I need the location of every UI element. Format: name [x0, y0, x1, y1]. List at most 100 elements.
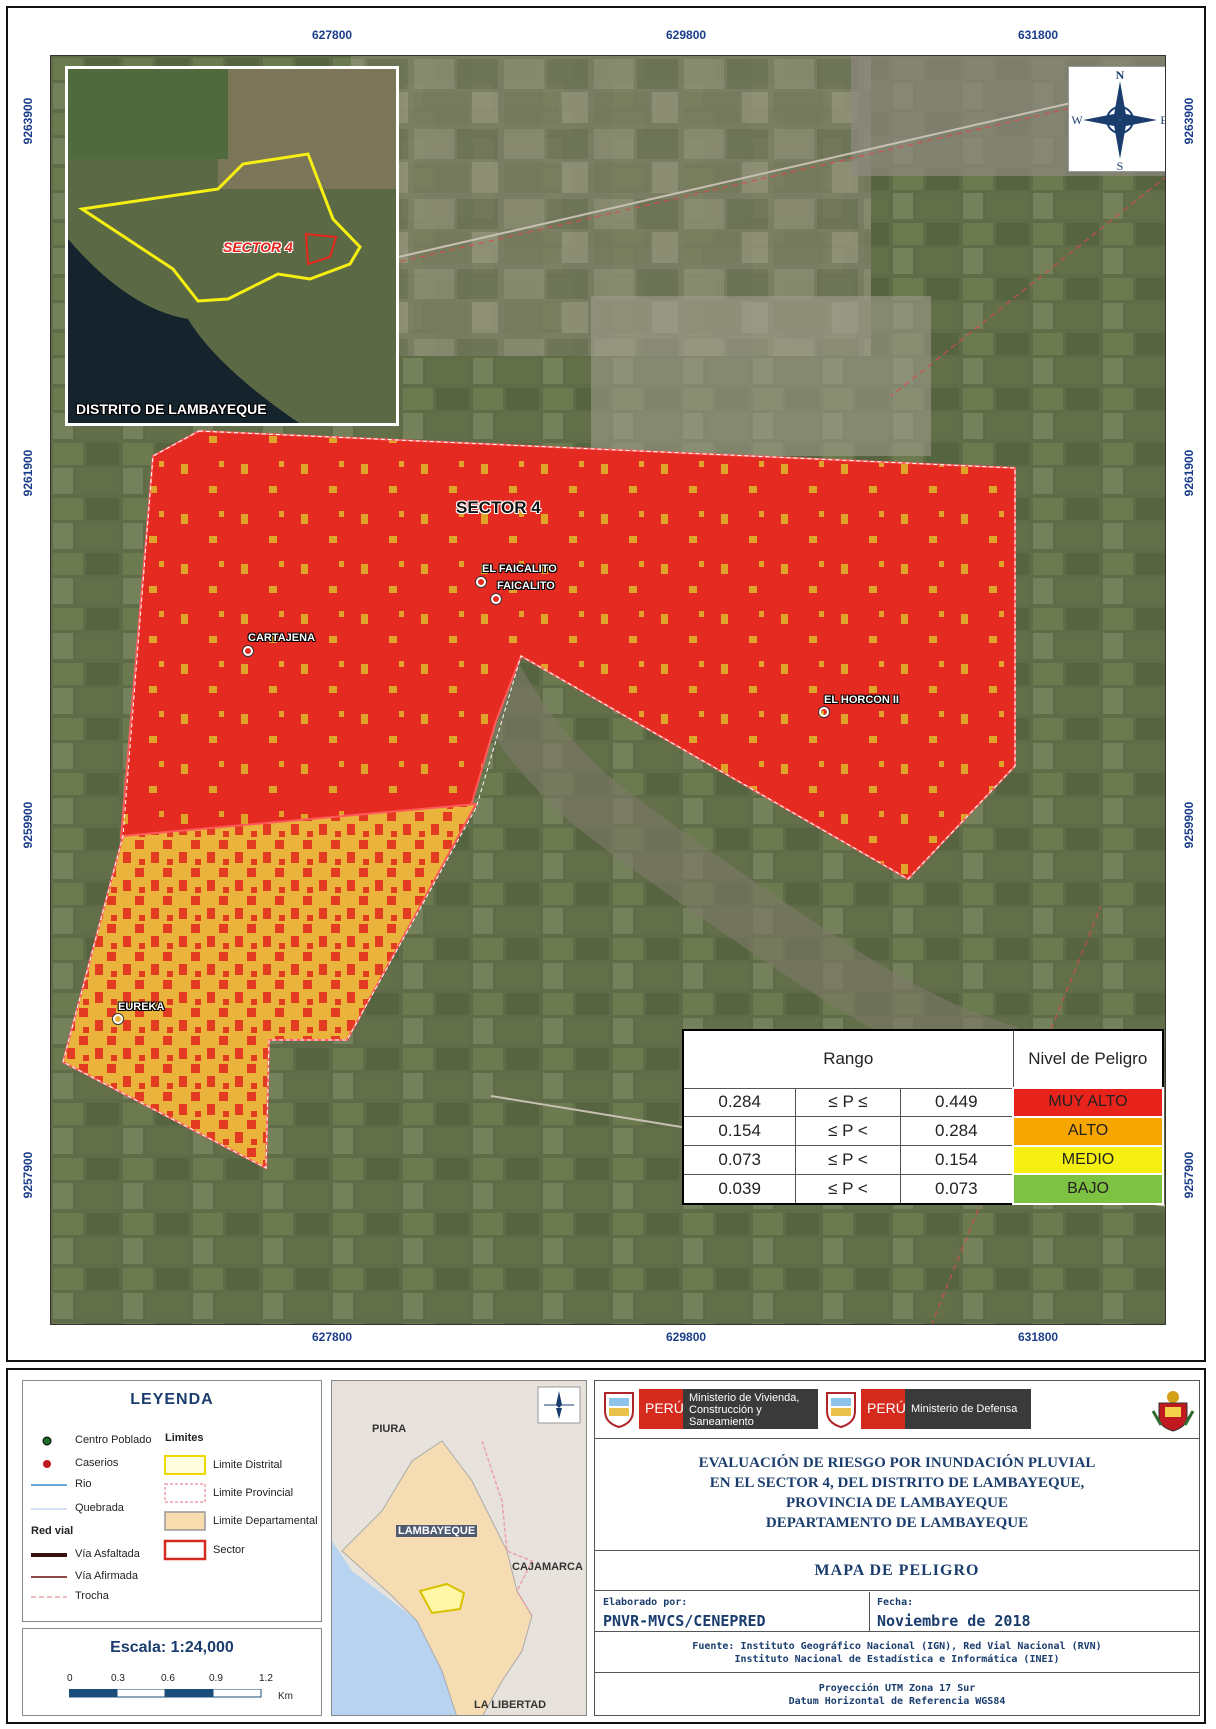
loc-label-piura: PIURA: [372, 1423, 407, 1435]
scale-tick-1: 0.3: [111, 1673, 125, 1684]
map-type-title: MAPA DE PELIGRO: [595, 1553, 1199, 1591]
loc-label-la-libertad: LA LIBERTAD: [474, 1699, 547, 1711]
nivel-medio: MEDIO: [1012, 1144, 1164, 1176]
loc-label-lambayeque: LAMBAYEQUE: [396, 1525, 478, 1537]
fuente-line-1: Fuente: Instituto Geográfico Nacional (I…: [692, 1641, 1102, 1652]
limite-distrital-icon: [164, 1455, 206, 1475]
sector-icon: [163, 1539, 207, 1561]
scale-tick-3: 0.9: [209, 1673, 223, 1684]
legend-via-asfaltada: Vía Asfaltada: [75, 1548, 140, 1560]
proyeccion-block: Proyección UTM Zona 17 Sur Datum Horizon…: [595, 1674, 1199, 1717]
legend-limite-departamental: Limite Departamental: [213, 1515, 318, 1527]
nivel-muy-alto: MUY ALTO: [1012, 1087, 1164, 1118]
fecha-label: Fecha:: [877, 1597, 914, 1608]
map-area[interactable]: SECTOR 4 DISTRITO DE LAMBAYEQUE N S W E …: [50, 55, 1166, 1325]
ministry-defensa: Ministerio de Defensa: [905, 1389, 1031, 1429]
satellite-map: [51, 56, 1165, 1324]
rango-max: 0.449: [899, 1087, 1014, 1118]
main-title-line-3: PROVINCIA DE LAMBAYEQUE: [786, 1495, 1008, 1511]
peru-badge-1: PERÚ: [639, 1389, 690, 1429]
place-label-eureka: EUREKA: [118, 1001, 165, 1013]
place-marker-eureka[interactable]: [113, 1014, 123, 1024]
rango-row: 0.039 ≤ P < 0.073 BAJO: [682, 1173, 1164, 1205]
coord-right-4: 9257900: [1182, 1151, 1196, 1199]
elaborado-label: Elaborado por:: [603, 1597, 688, 1608]
compass-s: S: [1117, 159, 1124, 173]
centro-poblado-icon: [42, 1436, 52, 1446]
main-title-line-2: EN EL SECTOR 4, DEL DISTRITO DE LAMBAYEQ…: [709, 1475, 1085, 1491]
legend-limites: Limites: [165, 1432, 204, 1444]
compass-n: N: [1116, 68, 1125, 82]
legend-caserios: Caserios: [75, 1457, 119, 1469]
nivel-alto: ALTO: [1012, 1115, 1164, 1147]
inset-sector-label: SECTOR 4: [223, 239, 293, 255]
legend-box: LEYENDA Centro Poblado Caserios Rio Queb…: [22, 1380, 322, 1622]
coord-right-1: 9263900: [1182, 97, 1196, 145]
rango-op: ≤ P <: [795, 1116, 901, 1147]
compass-w: W: [1071, 113, 1083, 127]
rango-max: 0.073: [899, 1173, 1014, 1205]
rango-row: 0.154 ≤ P < 0.284 ALTO: [682, 1115, 1164, 1147]
rango-row: 0.284 ≤ P ≤ 0.449 MUY ALTO: [682, 1087, 1164, 1118]
legend-quebrada: Quebrada: [75, 1502, 124, 1514]
coord-bottom-2: 629800: [666, 1330, 707, 1344]
scale-box: Escala: 1:24,000 0 0.3 0.6 0.9 1.2 Km: [22, 1628, 322, 1716]
loc-label-cajamarca: CAJAMARCA: [512, 1561, 583, 1573]
scale-tick-4: 1.2: [259, 1673, 273, 1684]
place-label-cartajena: CARTAJENA: [248, 632, 316, 644]
legend-red-vial: Red vial: [31, 1525, 74, 1537]
coord-right-2: 9261900: [1182, 449, 1196, 497]
rango-header-row: Rango Nivel de Peligro: [682, 1029, 1164, 1089]
fecha-value: Noviembre de 2018: [877, 1612, 1031, 1630]
place-marker-el-horcon-ii[interactable]: [819, 707, 829, 717]
nivel-header: Nivel de Peligro: [1012, 1029, 1164, 1089]
location-map[interactable]: PIURA LAMBAYEQUE CAJAMARCA LA LIBERTAD: [331, 1380, 587, 1716]
rango-max: 0.284: [899, 1116, 1014, 1147]
inset-map[interactable]: SECTOR 4 DISTRITO DE LAMBAYEQUE: [65, 66, 399, 426]
legend-limite-provincial: Limite Provincial: [213, 1487, 294, 1499]
credits-divider: [869, 1592, 870, 1632]
coord-top-3: 631800: [1018, 28, 1059, 42]
coord-left-3: 9259900: [21, 801, 35, 849]
scale-tick-0: 0: [67, 1673, 73, 1684]
ministry-vivienda: Ministerio de Vivienda, Construcción y S…: [683, 1389, 818, 1429]
place-label-faicalito: FAICALITO: [497, 580, 555, 592]
main-title: EVALUACIÓN DE RIESGO POR INUNDACIÓN PLUV…: [595, 1441, 1199, 1551]
legend-symbols: [31, 1436, 207, 1598]
place-label-el-faicalito: EL FAICALITO: [482, 563, 557, 575]
inset-caption: DISTRITO DE LAMBAYEQUE: [76, 401, 267, 417]
north-arrow-icon: N S W E: [1071, 68, 1165, 173]
coord-left-4: 9257900: [21, 1151, 35, 1199]
proyeccion-line-2: Datum Horizontal de Referencia WGS84: [788, 1696, 1006, 1707]
limite-provincial-icon: [164, 1483, 206, 1503]
title-block: PERÚ Ministerio de Vivienda, Construcció…: [594, 1380, 1200, 1716]
place-marker-faicalito[interactable]: [491, 594, 501, 604]
rango-op: ≤ P ≤: [795, 1087, 901, 1118]
rango-header: Rango: [682, 1029, 1014, 1089]
peru-shield-icon: [604, 1392, 634, 1429]
place-marker-cartajena[interactable]: [243, 646, 253, 656]
fuente-line-2: Instituto Nacional de Estadística e Info…: [734, 1654, 1060, 1665]
limite-departamental-icon: [164, 1511, 206, 1531]
cenepred-emblem-icon: [1151, 1391, 1195, 1432]
rango-min: 0.154: [682, 1116, 797, 1147]
coord-left-2: 9261900: [21, 449, 35, 497]
legend-rio: Rio: [75, 1478, 92, 1490]
main-title-line-4: DEPARTAMENTO DE LAMBAYEQUE: [765, 1515, 1029, 1531]
bottom-panel: LEYENDA Centro Poblado Caserios Rio Queb…: [6, 1368, 1206, 1724]
sector-label: SECTOR 4: [456, 498, 541, 517]
proyeccion-line-1: Proyección UTM Zona 17 Sur: [818, 1683, 976, 1694]
legend-sector: Sector: [213, 1544, 245, 1556]
coord-bottom-1: 627800: [312, 1330, 353, 1344]
legend-title: LEYENDA: [130, 1391, 214, 1408]
place-marker-el-faicalito[interactable]: [476, 577, 486, 587]
location-map-shapes: [332, 1381, 586, 1715]
coord-right-3: 9259900: [1182, 801, 1196, 849]
coord-top-2: 629800: [666, 28, 707, 42]
nivel-bajo: BAJO: [1012, 1173, 1164, 1205]
rango-row: 0.073 ≤ P < 0.154 MEDIO: [682, 1144, 1164, 1176]
credits-row: Elaborado por: PNVR-MVCS/CENEPRED Fecha:…: [595, 1592, 1199, 1632]
peru-badge-2: PERÚ: [861, 1389, 912, 1429]
compass-rose: N S W E: [1068, 66, 1165, 173]
scale-bar: [69, 1689, 262, 1698]
